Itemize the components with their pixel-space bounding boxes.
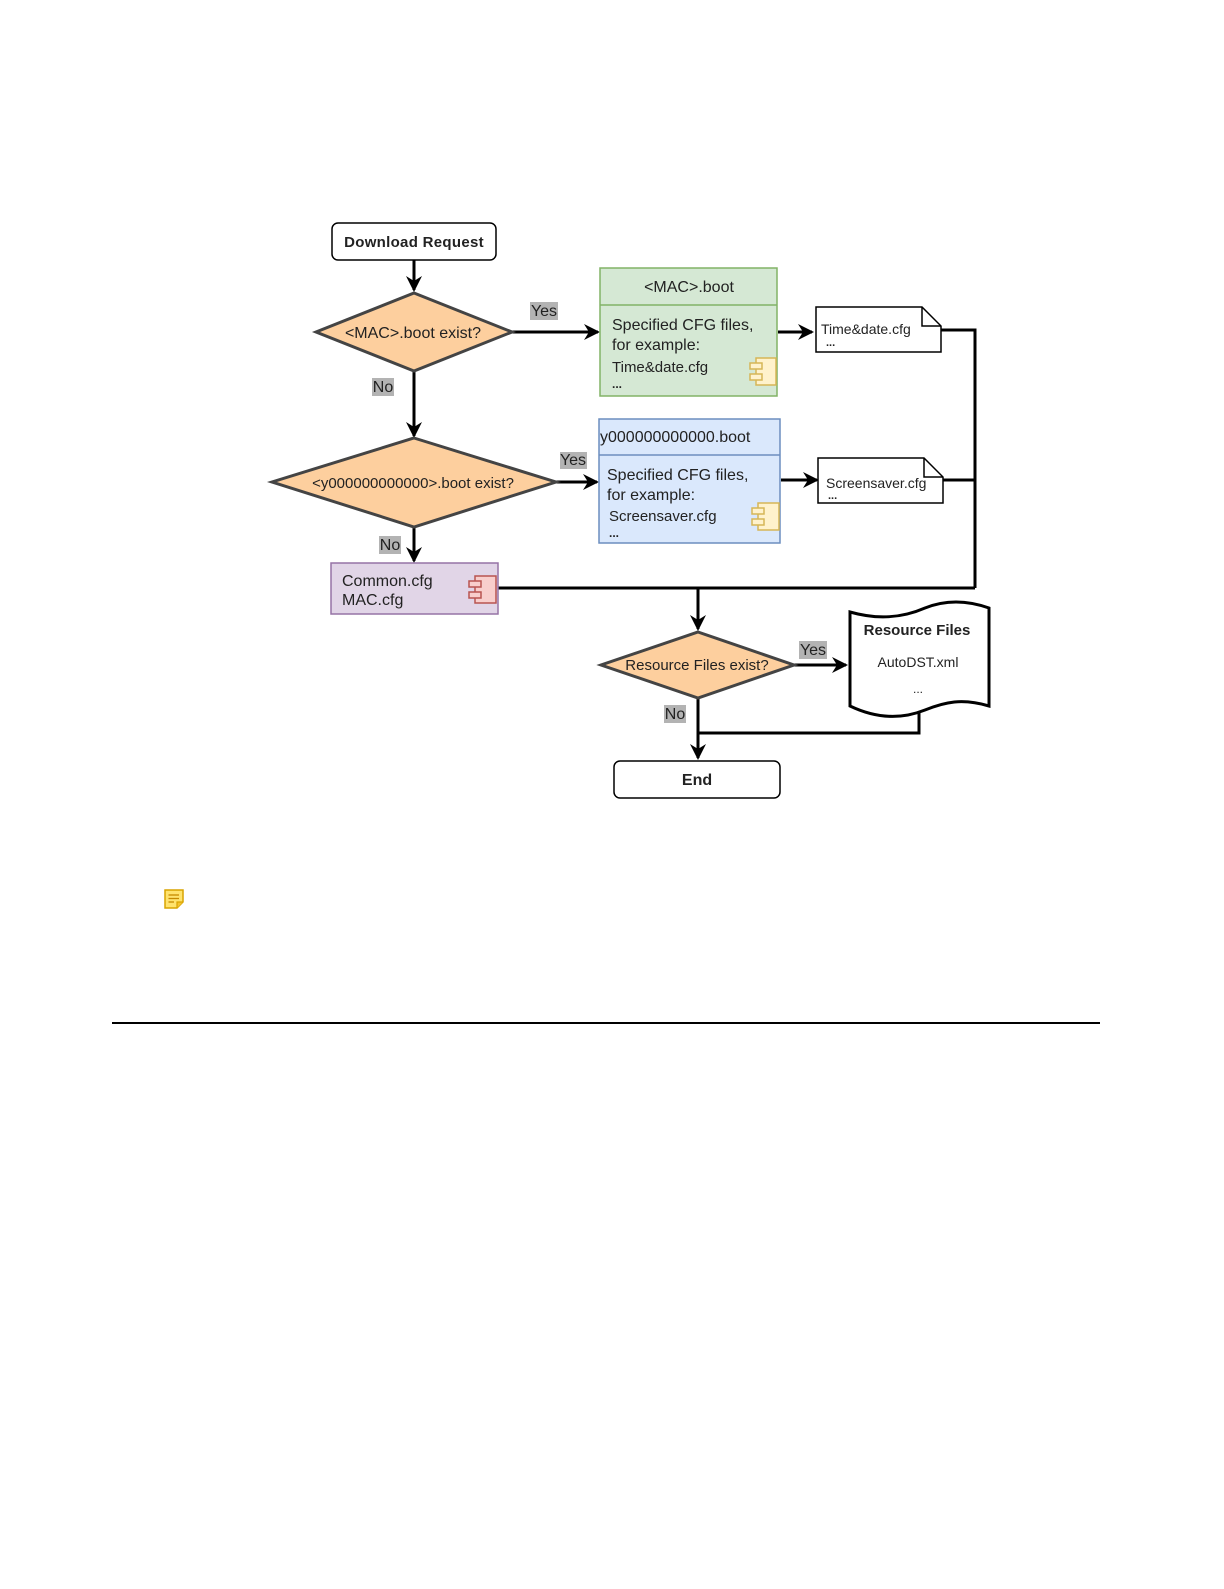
svg-text:Yes: Yes xyxy=(531,303,557,320)
y-boot-box-line2: for example: xyxy=(607,487,695,504)
node-mac-boot-box: <MAC>.boot Specified CFG files, for exam… xyxy=(599,267,778,397)
node-y-boot-exist: <y000000000000>.boot exist? xyxy=(266,436,562,529)
common-box-line1: Common.cfg xyxy=(342,573,433,590)
mac-boot-box-line1: Specified CFG files, xyxy=(612,317,753,334)
time-date-file-more: ... xyxy=(826,337,835,349)
mac-boot-box-line3: Time&date.cfg xyxy=(612,359,708,376)
resource-files-item: AutoDST.xml xyxy=(878,654,959,670)
component-icon xyxy=(751,502,780,531)
connectors xyxy=(406,260,977,760)
end-label: End xyxy=(682,772,712,789)
edge-label-res-no: No xyxy=(664,705,686,723)
mac-boot-box-line4: ... xyxy=(612,377,622,391)
node-download-request: Download Request xyxy=(331,222,497,261)
node-y-boot-box: y000000000000.boot Specified CFG files, … xyxy=(598,418,781,544)
node-end: End xyxy=(613,760,781,799)
y-boot-box-line4: ... xyxy=(609,526,619,540)
screensaver-file-more: ... xyxy=(828,490,837,502)
svg-text:No: No xyxy=(373,379,394,396)
resource-files-title: Resource Files xyxy=(864,622,971,639)
node-common-box: Common.cfg MAC.cfg xyxy=(330,562,499,615)
svg-text:Yes: Yes xyxy=(560,452,586,469)
y-boot-box-title: y000000000000.boot xyxy=(600,429,751,446)
y-boot-box-line1: Specified CFG files, xyxy=(607,467,748,484)
svg-text:No: No xyxy=(665,706,686,723)
time-date-file-name: Time&date.cfg xyxy=(821,321,911,337)
node-resource-files: Resource Files AutoDST.xml ... xyxy=(848,600,991,718)
edge-label-mac-no: No xyxy=(372,378,394,396)
note-icon xyxy=(164,889,184,909)
resource-files-more: ... xyxy=(913,682,923,696)
y-boot-box-line3: Screensaver.cfg xyxy=(609,508,717,525)
page-divider xyxy=(112,1022,1100,1024)
node-screensaver-file: Screensaver.cfg ... xyxy=(817,457,944,504)
node-mac-boot-exist: <MAC>.boot exist? xyxy=(311,291,517,373)
resource-exist-label: Resource Files exist? xyxy=(625,657,768,674)
node-time-date-file: Time&date.cfg ... xyxy=(815,306,942,353)
mac-boot-exist-label: <MAC>.boot exist? xyxy=(345,325,481,342)
edge-label-y-no: No xyxy=(379,536,401,554)
component-icon xyxy=(749,357,777,386)
svg-text:Yes: Yes xyxy=(800,642,826,659)
common-box-line2: MAC.cfg xyxy=(342,592,403,609)
svg-text:No: No xyxy=(380,537,401,554)
edge-label-res-yes: Yes xyxy=(799,641,827,659)
screensaver-file-name: Screensaver.cfg xyxy=(826,475,926,491)
node-resource-exist: Resource Files exist? xyxy=(596,630,799,700)
edge-label-mac-yes: Yes xyxy=(530,302,558,320)
mac-boot-box-title: <MAC>.boot xyxy=(644,279,734,296)
edge-file1-to-bus xyxy=(941,328,977,588)
edge-label-y-yes: Yes xyxy=(560,452,587,469)
edge-files-to-end xyxy=(698,712,921,735)
component-icon xyxy=(468,575,497,604)
download-request-label: Download Request xyxy=(344,234,484,251)
mac-boot-box-line2: for example: xyxy=(612,337,700,354)
y-boot-exist-label: <y000000000000>.boot exist? xyxy=(312,475,514,492)
